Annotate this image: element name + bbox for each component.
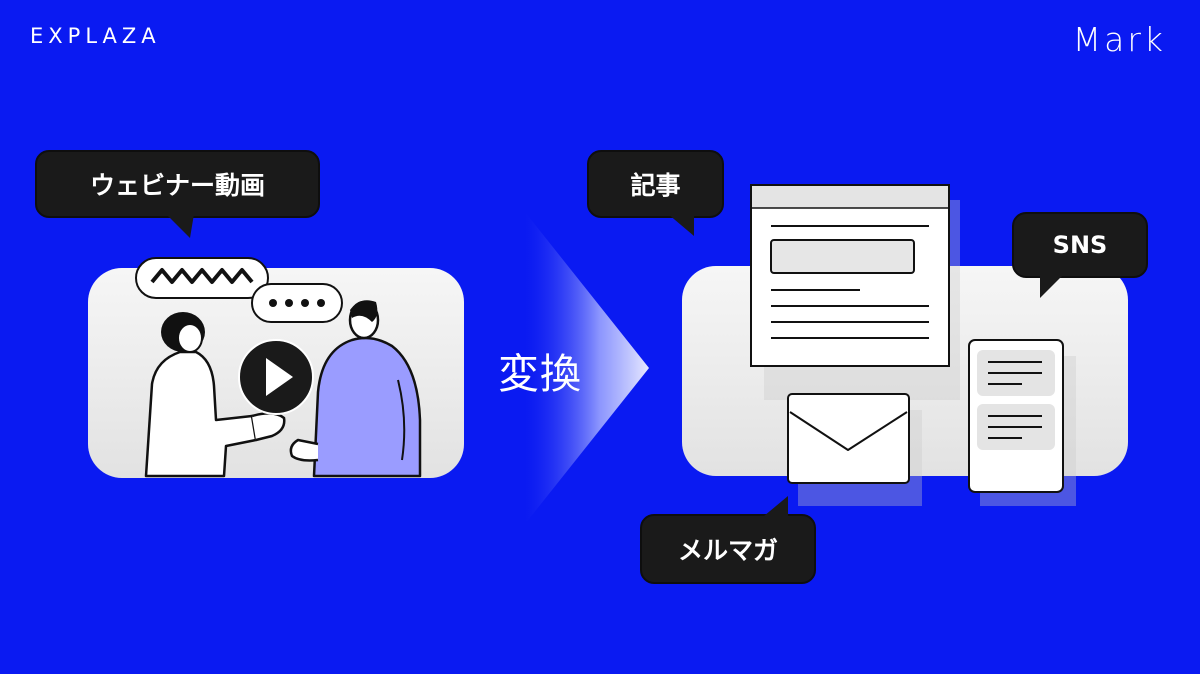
article-label: 記事 xyxy=(587,150,724,218)
newsletter-bubble-tail xyxy=(764,496,788,516)
webinar-bubble-tail xyxy=(166,214,194,238)
sns-label: SNS xyxy=(1012,212,1148,278)
mark-logo: Mark xyxy=(1072,20,1166,59)
convert-label: 変換 xyxy=(498,350,582,398)
webinar-video-label: ウェビナー動画 xyxy=(35,150,320,218)
webinar-video-card xyxy=(88,268,464,478)
webinar-video-label-text: ウェビナー動画 xyxy=(89,171,265,200)
convert-arrow-icon xyxy=(525,212,649,524)
sns-bubble-tail xyxy=(1040,274,1064,298)
newsletter-label: メルマガ xyxy=(640,514,816,584)
explaza-logo: EXPLAZA xyxy=(30,24,161,48)
sns-label-text: SNS xyxy=(1052,231,1108,259)
article-label-text: 記事 xyxy=(630,171,681,200)
newsletter-label-text: メルマガ xyxy=(677,536,778,565)
article-bubble-tail xyxy=(668,214,694,236)
